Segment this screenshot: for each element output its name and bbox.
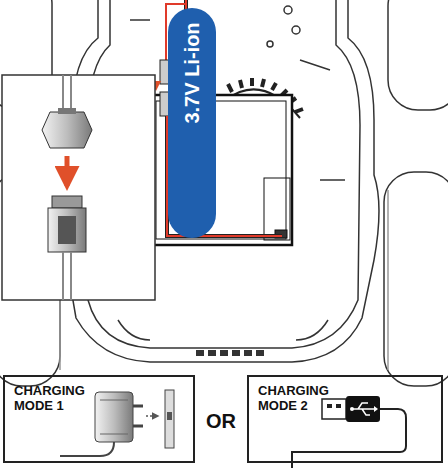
wheels [0, 0, 448, 386]
or-label: OR [206, 410, 236, 433]
mode-title: CHARGING MODE 1 [14, 384, 96, 413]
grille [196, 350, 264, 356]
battery-label: 3.7V Li-ion [168, 8, 216, 238]
connector-inset [2, 75, 155, 300]
battery-type: 3.7V Li-ion [181, 22, 203, 123]
mode-title: CHARGING MODE 2 [258, 384, 340, 413]
charger-adapter [60, 390, 174, 456]
charging-mode-box: CHARGING MODE 2 [247, 375, 443, 463]
charging-mode-box: CHARGING MODE 1 [3, 375, 195, 463]
usb-plug [292, 396, 406, 468]
